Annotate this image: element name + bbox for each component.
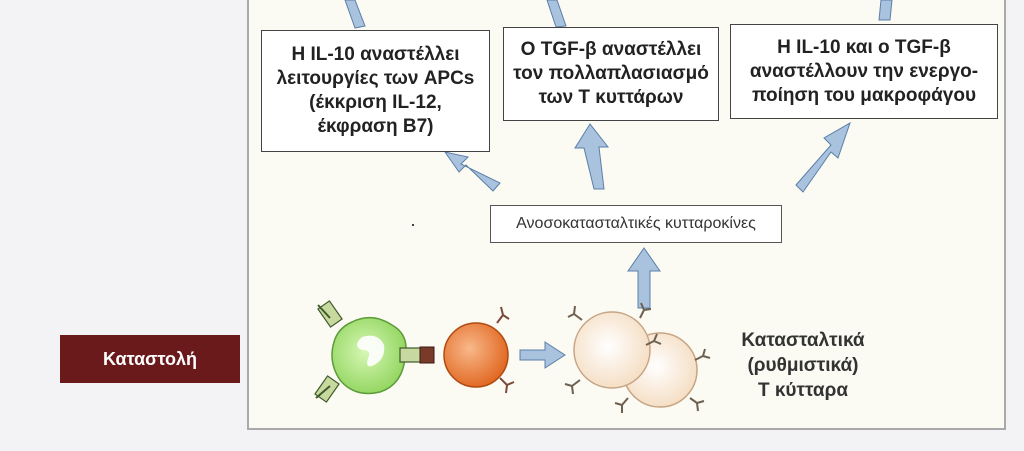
tcr-receptor: [419, 346, 435, 364]
section-label: Καταστολή: [102, 348, 198, 369]
arrow-tcell-to-treg: [519, 341, 566, 369]
arrow-to-effect-2: [574, 123, 610, 190]
section-tag: Καταστολή: [60, 335, 240, 383]
effect-box-tgf-tcell: Ο TGF-β αναστέλλει τον πολλαπλασιασμό τω…: [503, 27, 719, 121]
arrow-to-effect-3: [795, 121, 851, 193]
arrow-top-1: [344, 0, 366, 29]
effect-text-2: Ο TGF-β αναστέλλει τον πολλαπλασιασμό τω…: [513, 39, 709, 108]
effect-box-il10-apc: Η IL-10 αναστέλλει λειτουργίες των APCs …: [261, 30, 490, 152]
arrow-top-3: [878, 0, 893, 21]
stray-dot: [412, 224, 414, 226]
regulatory-cells-label: Κατασταλτικά (ρυθμιστικά) Τ κύτταρα: [741, 330, 865, 401]
apc-cell: [314, 300, 423, 403]
treg-cells: [564, 302, 711, 413]
arrow-treg-to-cytokines: [627, 247, 661, 309]
effect-text-3: Η IL-10 και ο TGF-β αναστέλλουν την ενερ…: [749, 36, 979, 106]
cytokines-box: Ανοσοκατασταλτικές κυτταροκίνες: [490, 205, 782, 243]
arrow-to-effect-1: [443, 151, 501, 192]
effect-text-1: Η IL-10 αναστέλλει λειτουργίες των APCs …: [276, 44, 475, 137]
cytokines-label: Ανοσοκατασταλτικές κυτταροκίνες: [516, 215, 756, 232]
effect-box-macrophage: Η IL-10 και ο TGF-β αναστέλλουν την ενερ…: [730, 24, 998, 119]
arrow-top-2: [546, 0, 567, 28]
t-cell: [443, 306, 515, 394]
